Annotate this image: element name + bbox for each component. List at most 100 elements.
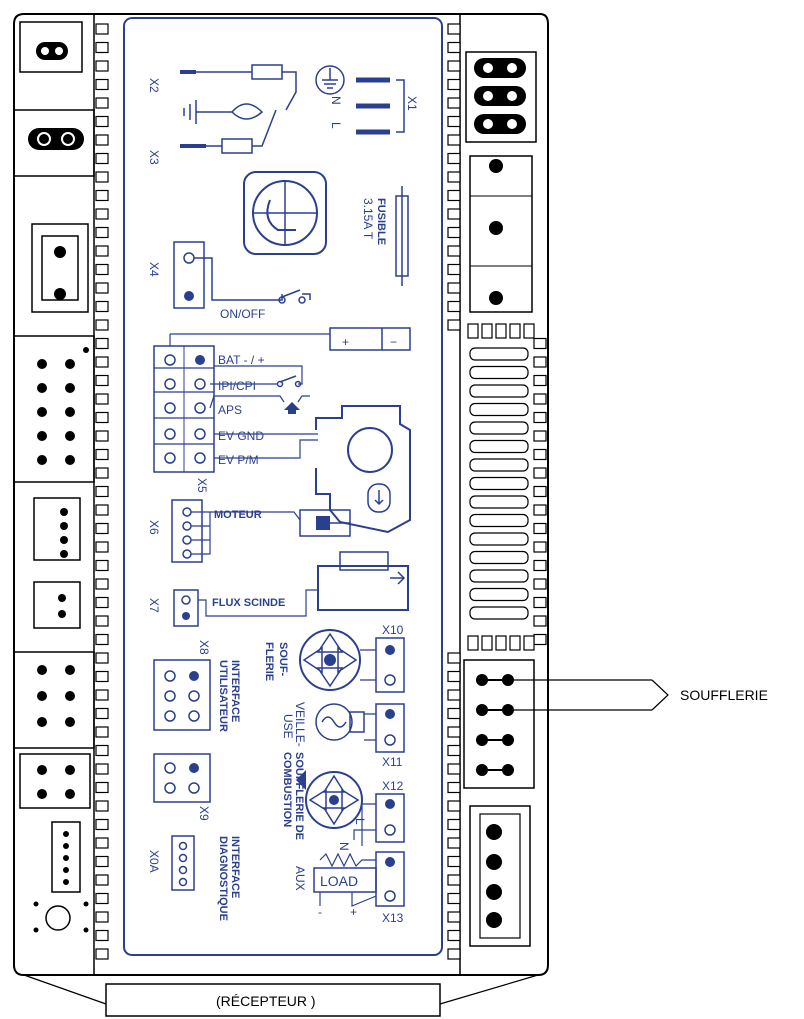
right-rail-slots <box>447 23 547 960</box>
rail-tooth <box>523 635 535 651</box>
flame-electrode-icon <box>230 103 264 120</box>
rail-tooth <box>509 323 521 339</box>
rail-slot <box>533 467 547 479</box>
left-connector-6pin <box>13 651 95 749</box>
vent-slot <box>469 402 529 417</box>
rail-slot <box>447 855 461 868</box>
rail-slot <box>533 411 547 424</box>
x0a-label: X0A <box>147 850 161 873</box>
on-off-label: ON/OFF <box>220 307 265 321</box>
rail-slot <box>95 504 109 516</box>
rail-slot <box>95 800 109 812</box>
rail-slot <box>95 781 109 794</box>
rail-slot <box>95 633 109 646</box>
rail-slot <box>447 263 461 276</box>
x6-terminal-block <box>171 499 203 563</box>
right-connector-bottom <box>469 805 531 947</box>
rail-slot <box>447 300 461 313</box>
rail-slot <box>533 356 547 368</box>
veilleuse-line1: VEILLE- <box>293 702 307 747</box>
rail-slot <box>95 337 109 350</box>
aps-label: APS <box>218 403 242 417</box>
rail-slot <box>447 948 461 960</box>
x2-label: X2 <box>147 78 161 93</box>
n-label: N <box>329 96 343 105</box>
rail-slot <box>447 874 461 886</box>
rail-slot <box>95 97 109 109</box>
combustion-fan-icon <box>305 771 363 829</box>
rail-slot <box>95 596 109 609</box>
rail-slot <box>95 467 109 479</box>
right-rail-teeth-top <box>467 323 535 339</box>
x13-label: X13 <box>382 911 404 925</box>
rail-tooth <box>495 635 507 651</box>
rail-slot <box>95 208 109 220</box>
vent-slot <box>469 384 529 398</box>
soufflerie-line1: SOUF- <box>277 642 289 677</box>
gas-valve-icon <box>315 405 411 534</box>
rail-slot <box>447 689 461 701</box>
load-minus: - <box>318 905 322 919</box>
rail-slot <box>95 874 109 886</box>
rail-slot <box>95 670 109 683</box>
soufflerie-comb-line1: SOUFFLERIE DE <box>293 752 305 840</box>
rail-slot <box>533 596 547 609</box>
n2-label: N <box>337 842 351 851</box>
control-module-icon <box>243 171 327 255</box>
x3-label: X3 <box>147 150 161 165</box>
ground-icon <box>315 65 345 95</box>
rail-slot <box>447 134 461 146</box>
rail-tooth <box>495 323 507 339</box>
rail-slot <box>95 152 109 165</box>
rail-slot <box>95 744 109 757</box>
rail-slot <box>95 60 109 72</box>
l2-label: L <box>353 818 367 825</box>
rail-slot <box>95 245 109 257</box>
plug-top-right <box>465 51 537 143</box>
rail-slot <box>447 226 461 239</box>
x7-terminal-block <box>173 589 199 627</box>
rail-slot <box>95 578 109 590</box>
rail-slot <box>95 430 109 442</box>
rail-slot <box>447 282 461 294</box>
flux-scinde-label: FLUX SCINDE <box>212 597 285 609</box>
interface-diag-line1: INTERFACE <box>229 836 241 898</box>
rail-slot <box>95 300 109 313</box>
rail-slot <box>95 41 109 54</box>
vent-slot <box>469 587 529 602</box>
soufflerie-line2: FLERIE <box>263 642 275 681</box>
rail-slot <box>95 948 109 960</box>
x4-terminal-block <box>173 241 205 309</box>
rail-slot <box>95 929 109 942</box>
recepteur-callout-box <box>105 983 441 1017</box>
x9-label: X9 <box>197 806 211 821</box>
aps-arrow-icon <box>284 402 300 414</box>
rail-slot <box>95 23 109 35</box>
battery-minus: − <box>390 335 397 349</box>
rail-slot <box>95 818 109 831</box>
vent-slot <box>469 569 529 583</box>
rail-slot <box>447 78 461 91</box>
rail-slot <box>447 60 461 72</box>
l-label: L <box>329 122 343 129</box>
left-connector-4pin <box>33 497 81 561</box>
rail-slot <box>447 41 461 54</box>
battery-plus: + <box>342 335 349 349</box>
rail-slot <box>95 189 109 202</box>
rail-slot <box>95 263 109 276</box>
vent-slot <box>469 513 529 528</box>
rail-tooth <box>481 323 493 339</box>
rail-slot <box>533 541 547 553</box>
aux-label: AUX <box>293 866 307 891</box>
flow-switch-icon <box>317 565 409 611</box>
left-connector-5pin <box>51 821 81 893</box>
vent-slot <box>469 347 529 361</box>
x12-label: X12 <box>382 779 404 793</box>
rail-slot <box>447 189 461 202</box>
x8-terminal-block <box>153 659 211 731</box>
veilleuse-line2: USE <box>281 714 295 739</box>
plug-left-2 <box>13 109 95 177</box>
x12-terminal-block <box>375 793 405 843</box>
x10-label: X10 <box>382 623 404 637</box>
rail-slot <box>447 726 461 738</box>
